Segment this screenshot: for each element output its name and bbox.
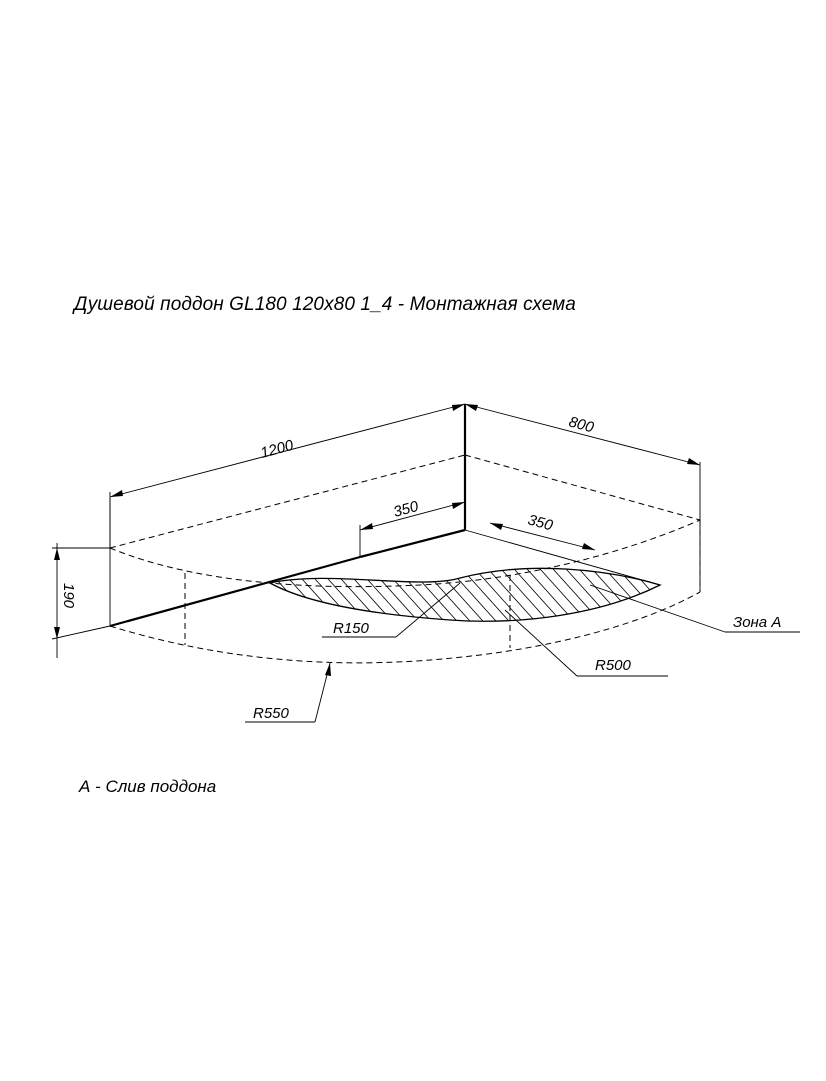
arrow-350-left-a xyxy=(360,523,373,530)
hatch-line xyxy=(176,540,266,640)
hatch-line xyxy=(526,568,618,622)
front-curve-bottom-dashed xyxy=(109,591,701,664)
hatch-line xyxy=(318,568,410,622)
arrow-190-bottom xyxy=(54,627,60,639)
front-curve-top-dashed xyxy=(109,519,701,588)
hatch-line xyxy=(630,568,660,622)
hatch-line xyxy=(292,568,384,622)
dim-line-350-right xyxy=(489,522,596,551)
leader-zone-a xyxy=(589,584,726,633)
hatch-line xyxy=(474,568,566,622)
drawing-title: Душевой поддон GL180 120x80 1_4 - Монтаж… xyxy=(74,294,576,315)
dim-line-350-left xyxy=(359,501,466,531)
hatch-line xyxy=(643,568,660,622)
hatch-line xyxy=(513,568,605,622)
arrow-350-right-b xyxy=(582,543,595,550)
arrow-350-left-b xyxy=(452,502,465,509)
hatch-line xyxy=(591,568,660,622)
dim-label-190: 190 xyxy=(60,583,77,609)
arrow-350-right-a xyxy=(490,523,503,530)
hatch-line xyxy=(357,568,449,622)
callout-r550: R550 xyxy=(253,705,290,722)
hatch-line xyxy=(305,568,397,622)
hatch-line xyxy=(539,568,631,622)
arrow-1200-left xyxy=(110,490,123,497)
arrow-800-right xyxy=(687,458,700,465)
hatch-line xyxy=(435,568,527,622)
hatch-line xyxy=(279,568,371,622)
dim-label-800: 800 xyxy=(567,413,596,436)
hatch-line xyxy=(270,568,306,622)
hatch-line xyxy=(150,540,240,640)
zone-a-outline xyxy=(268,567,662,622)
zone-a-hatch xyxy=(150,540,660,640)
inner-left-edge xyxy=(359,528,466,559)
arrow-800-left xyxy=(465,404,478,411)
hatch-line xyxy=(552,568,644,622)
hatch-line xyxy=(270,568,293,622)
dim-label-350-right: 350 xyxy=(526,511,555,534)
hatch-line xyxy=(578,568,660,622)
callout-r500: R500 xyxy=(595,657,632,674)
ext-line-190-bottom xyxy=(51,625,111,640)
hatch-line xyxy=(370,568,462,622)
hatch-line xyxy=(448,568,540,622)
hatch-line xyxy=(487,568,579,622)
callout-r150: R150 xyxy=(333,620,370,637)
callout-zone-a: Зона А xyxy=(733,614,781,631)
hatch-line xyxy=(396,568,488,622)
arrow-1200-right xyxy=(452,404,465,411)
dim-line-1200 xyxy=(109,403,466,498)
drain-legend: А - Слив поддона xyxy=(79,777,217,796)
hatch-line xyxy=(270,568,345,622)
hatch-line xyxy=(270,568,280,622)
hatch-line xyxy=(270,568,358,622)
inner-right-edge xyxy=(464,529,661,586)
top-back-right-dashed xyxy=(464,454,701,521)
hatch-line xyxy=(383,568,475,622)
arrow-190-top xyxy=(54,548,60,560)
dim-label-350-left: 350 xyxy=(392,498,421,521)
dim-label-1200: 1200 xyxy=(259,437,296,462)
hatch-line xyxy=(344,568,436,622)
dim-line-800 xyxy=(464,403,701,466)
hatch-line xyxy=(461,568,553,622)
hatch-line xyxy=(617,568,660,622)
hatch-line xyxy=(422,568,514,622)
front-bottom-edge xyxy=(109,555,361,628)
leader-r150 xyxy=(395,582,461,638)
leader-r500 xyxy=(504,609,578,677)
hatch-line xyxy=(565,568,657,622)
hatch-line xyxy=(409,568,501,622)
arrow-r550 xyxy=(325,663,331,676)
hatch-line xyxy=(331,568,423,622)
hatch-line xyxy=(500,568,592,622)
top-back-left-dashed xyxy=(109,454,466,549)
